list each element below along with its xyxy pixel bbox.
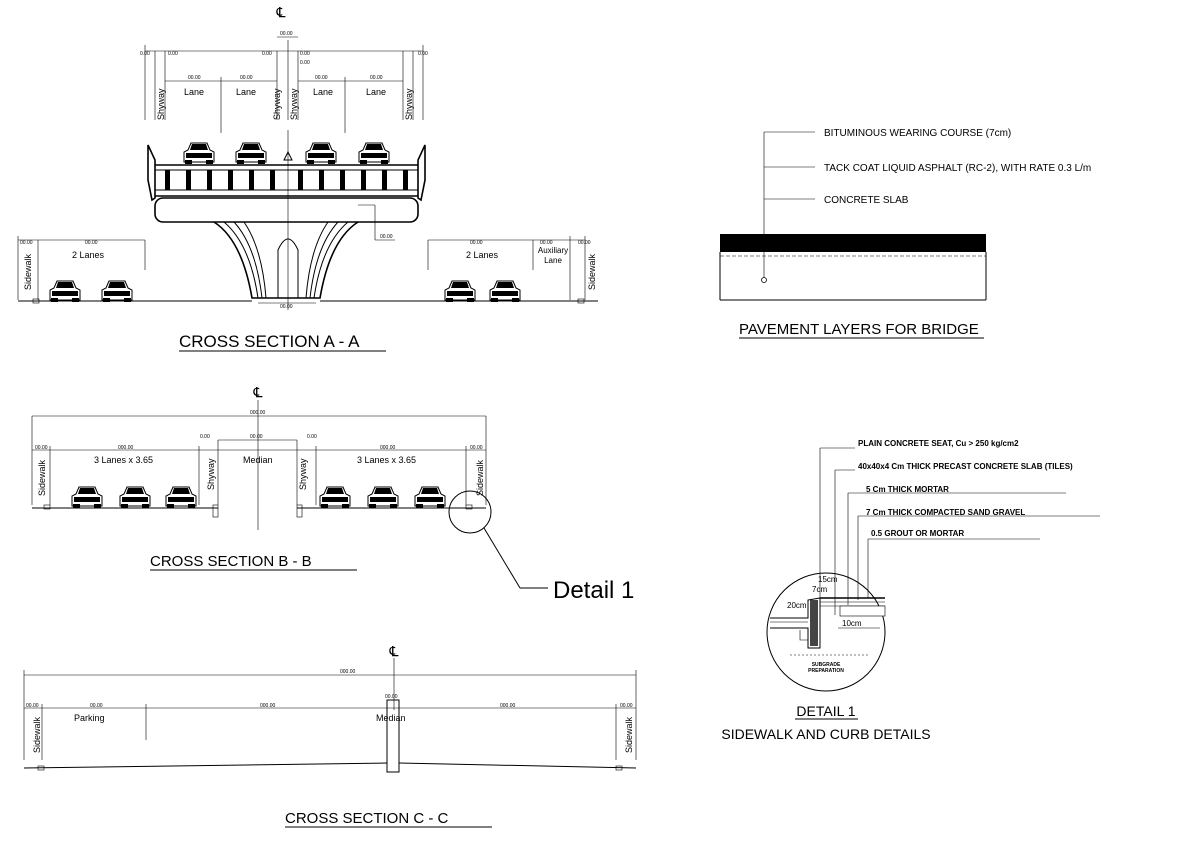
dim-label: 20cm: [787, 601, 807, 610]
svg-text:000.00: 000.00: [250, 410, 266, 416]
svg-text:00.00: 00.00: [385, 694, 398, 700]
sidewalk-label: Sidewalk: [624, 716, 634, 753]
svg-text:00.00: 00.00: [620, 703, 633, 709]
pavement-layer-label: BITUMINOUS WEARING COURSE (7cm): [824, 128, 1011, 139]
median-label: Median: [376, 713, 406, 723]
detail-1-subtitle: SIDEWALK AND CURB DETAILS: [721, 726, 930, 742]
two-lanes-label: 2 Lanes: [466, 250, 499, 260]
sidewalk-label: Sidewalk: [32, 716, 42, 753]
shyway-label: Shyway: [156, 88, 166, 120]
svg-text:00.00: 00.00: [470, 240, 483, 246]
lane-label: Lane: [184, 87, 204, 97]
centerline-symbol-cc: ℄: [389, 643, 399, 659]
auxiliary-lane-label: Auxiliary Lane: [537, 246, 569, 265]
detail-layer-label: PLAIN CONCRETE SEAT, Cu > 250 kg/cm2: [858, 439, 1019, 448]
cross-section-cc-title: CROSS SECTION C - C: [285, 810, 449, 827]
svg-text:00.00: 00.00: [470, 445, 483, 451]
cross-section-bb-title: CROSS SECTION B - B: [150, 553, 312, 570]
svg-text:00.00: 00.00: [315, 75, 328, 81]
shyway-label: Shyway: [298, 458, 308, 490]
pavement-layers: BITUMINOUS WEARING COURSE (7cm) TACK COA…: [719, 128, 1091, 339]
pavement-layer-label: CONCRETE SLAB: [824, 195, 909, 206]
svg-text:0.00: 0.00: [140, 51, 150, 57]
lanes-label: 3 Lanes x 3.65: [357, 455, 416, 465]
shyway-label: Shyway: [206, 458, 216, 490]
shyway-label: Shyway: [404, 88, 414, 120]
svg-text:000.00: 000.00: [340, 669, 356, 675]
svg-text:000.00: 000.00: [260, 703, 276, 709]
svg-text:000.00: 000.00: [380, 445, 396, 451]
detail-1: PLAIN CONCRETE SEAT, Cu > 250 kg/cm2 40x…: [721, 439, 1100, 742]
pavement-title: PAVEMENT LAYERS FOR BRIDGE: [739, 321, 979, 338]
svg-text:00.00: 00.00: [280, 304, 293, 310]
detail-layer-label: 5 Cm THICK MORTAR: [866, 485, 949, 494]
detail-1-title: DETAIL 1: [796, 703, 855, 719]
centerline-symbol-bb: ℄: [253, 384, 263, 400]
lanes-label: 3 Lanes x 3.65: [94, 455, 153, 465]
sidewalk-label: Sidewalk: [587, 253, 597, 290]
svg-text:00.00: 00.00: [370, 75, 383, 81]
svg-text:00.00: 00.00: [90, 703, 103, 709]
lane-label: Lane: [366, 87, 386, 97]
subgrade-label: SUBGRADE PREPARATION: [808, 662, 844, 674]
pavement-layer-label: TACK COAT LIQUID ASPHALT (RC-2), WITH RA…: [824, 163, 1091, 174]
sidewalk-label: Sidewalk: [23, 253, 33, 290]
cross-section-bb: ℄ 000.00 00.00 000.00 0.00 00.00 0.00 00…: [31, 384, 634, 604]
svg-text:000.00: 000.00: [500, 703, 516, 709]
detail-layer-label: 0.5 GROUT OR MORTAR: [871, 529, 964, 538]
svg-text:00.00: 00.00: [280, 31, 293, 37]
centerline-symbol-aa: ℄: [276, 4, 286, 20]
svg-text:0.00: 0.00: [262, 51, 272, 57]
svg-text:00.00: 00.00: [540, 240, 553, 246]
median-label: Median: [243, 455, 273, 465]
svg-text:00.00: 00.00: [35, 445, 48, 451]
sidewalk-label: Sidewalk: [475, 459, 485, 496]
svg-text:00.00: 00.00: [26, 703, 39, 709]
svg-text:0.00: 0.00: [307, 434, 317, 440]
cross-section-aa: ℄ 0.00 0.00 0.00 00.00 0.00 0.00 00.00 0…: [17, 4, 598, 352]
svg-text:000.00: 000.00: [118, 445, 134, 451]
shyway-label: Shyway: [272, 88, 282, 120]
lane-label: Lane: [313, 87, 333, 97]
dim-label: 7cm: [812, 585, 827, 594]
svg-text:0.00: 0.00: [418, 51, 428, 57]
dim-label: 10cm: [842, 619, 862, 628]
svg-text:0.00: 0.00: [200, 434, 210, 440]
svg-text:00.00: 00.00: [188, 75, 201, 81]
detail-layer-label: 7 Cm THICK COMPACTED SAND GRAVEL: [866, 508, 1025, 517]
lane-label: Lane: [236, 87, 256, 97]
detail-1-callout: Detail 1: [553, 577, 634, 604]
shyway-label: Shyway: [289, 88, 299, 120]
svg-text:0.00: 0.00: [300, 51, 310, 57]
svg-text:00.00: 00.00: [20, 240, 33, 246]
cross-section-cc: ℄ 000.00 00.00 00.00 000.00 000.00 00.00…: [23, 643, 637, 828]
parking-label: Parking: [74, 713, 105, 723]
dim-label: 15cm: [818, 575, 838, 584]
svg-text:00.00: 00.00: [578, 240, 591, 246]
svg-text:0.00: 0.00: [300, 60, 310, 66]
svg-text:0.00: 0.00: [168, 51, 178, 57]
svg-text:00.00: 00.00: [240, 75, 253, 81]
svg-text:00.00: 00.00: [85, 240, 98, 246]
detail-layer-label: 40x40x4 Cm THICK PRECAST CONCRETE SLAB (…: [858, 462, 1073, 471]
svg-text:00.00: 00.00: [250, 434, 263, 440]
svg-text:00.00: 00.00: [380, 234, 393, 240]
two-lanes-label: 2 Lanes: [72, 250, 105, 260]
cross-section-aa-title: CROSS SECTION A - A: [179, 332, 360, 351]
sidewalk-label: Sidewalk: [37, 459, 47, 496]
